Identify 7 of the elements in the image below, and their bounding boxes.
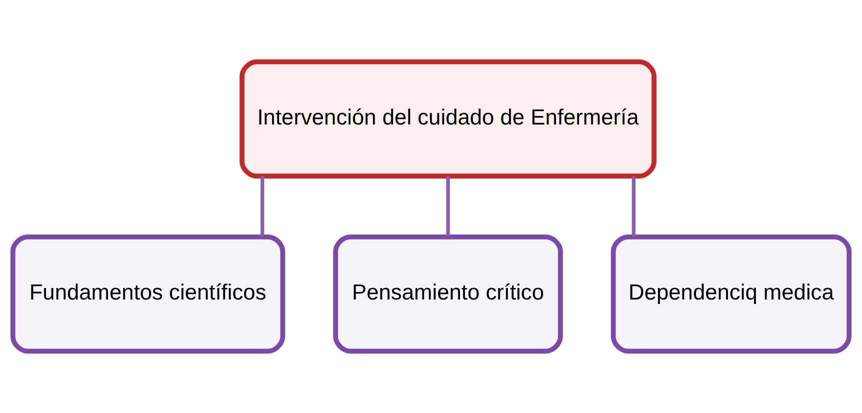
connector xyxy=(446,176,450,237)
connector xyxy=(260,176,264,237)
node-box: Fundamentos científicos xyxy=(10,234,286,354)
node-box: Dependenciq medica xyxy=(610,234,852,354)
node-box: Pensamiento crítico xyxy=(333,234,563,354)
node-box: Intervención del cuidado de Enfermería xyxy=(240,59,656,179)
connector xyxy=(632,176,636,237)
